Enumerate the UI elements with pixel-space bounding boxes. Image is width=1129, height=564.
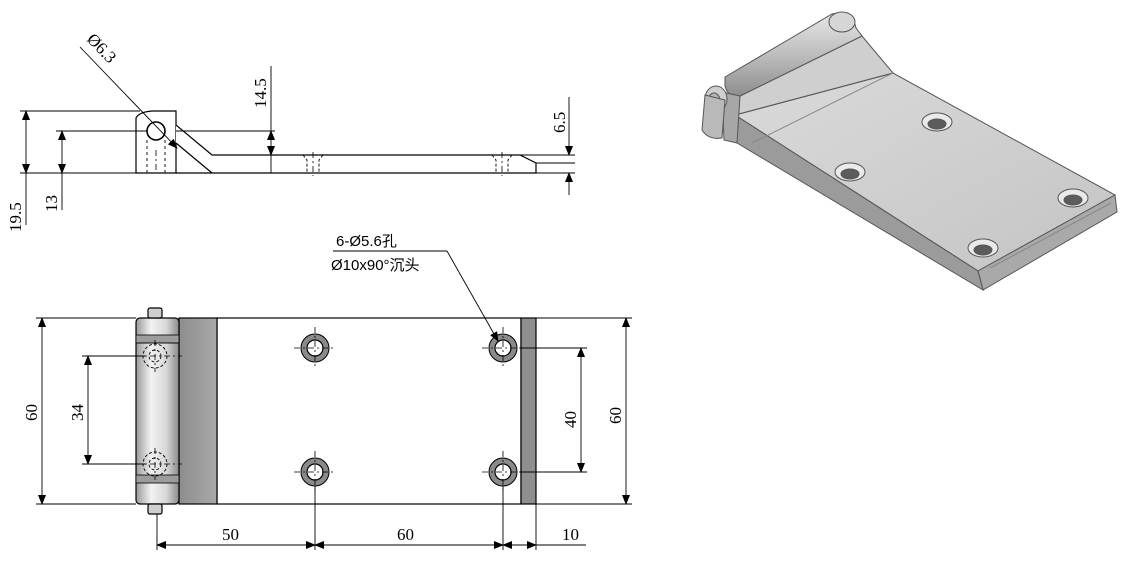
- iso-hole-2: [834, 162, 866, 182]
- hole-note-line2: Ø10x90°沉头: [331, 257, 420, 274]
- side-knuckle: [135, 110, 177, 174]
- iso-hole-1: [921, 112, 953, 132]
- side-pin-hole: [146, 121, 166, 141]
- top-plate: [216, 317, 522, 505]
- top-pin-end-bottom: [147, 503, 163, 515]
- top-bevel-right: [520, 317, 537, 505]
- dim-width-left: 60: [22, 404, 41, 421]
- dim-dia-pin: Ø6.3: [83, 30, 120, 67]
- iso-hole-4: [967, 238, 999, 258]
- top-dim-texts: 60 34 40 60 50 60 10 6-Ø5.6孔 Ø10x90°沉头: [22, 233, 625, 544]
- dim-h-tip: 6.5: [550, 112, 569, 133]
- top-holes: [294, 327, 524, 493]
- side-view: [135, 110, 537, 176]
- side-dimensions: [20, 46, 575, 225]
- hole-note-line1: 6-Ø5.6孔: [336, 233, 397, 250]
- dim-h-total: 19.5: [6, 202, 25, 232]
- top-pin-end-top: [147, 307, 163, 319]
- dim-width-right: 60: [606, 407, 625, 424]
- hole-bottom-right: [482, 451, 524, 493]
- iso-view: [701, 11, 1118, 292]
- top-bevel-left: [178, 317, 218, 505]
- hole-top-left: [294, 327, 336, 369]
- top-view: [135, 307, 537, 515]
- hole-bottom-left: [294, 451, 336, 493]
- dim-pin-spacing: 34: [68, 404, 87, 422]
- dim-len-3: 10: [562, 525, 579, 544]
- dim-len-2: 60: [397, 525, 414, 544]
- dim-hole-spacing-v: 40: [561, 411, 580, 428]
- iso-hole-3: [1057, 188, 1089, 208]
- dim-h-axis: 13: [42, 195, 61, 212]
- top-dimensions: [36, 250, 632, 550]
- side-leaf: [175, 124, 537, 174]
- dim-h-step: 14.5: [251, 78, 270, 108]
- dim-len-1: 50: [222, 525, 239, 544]
